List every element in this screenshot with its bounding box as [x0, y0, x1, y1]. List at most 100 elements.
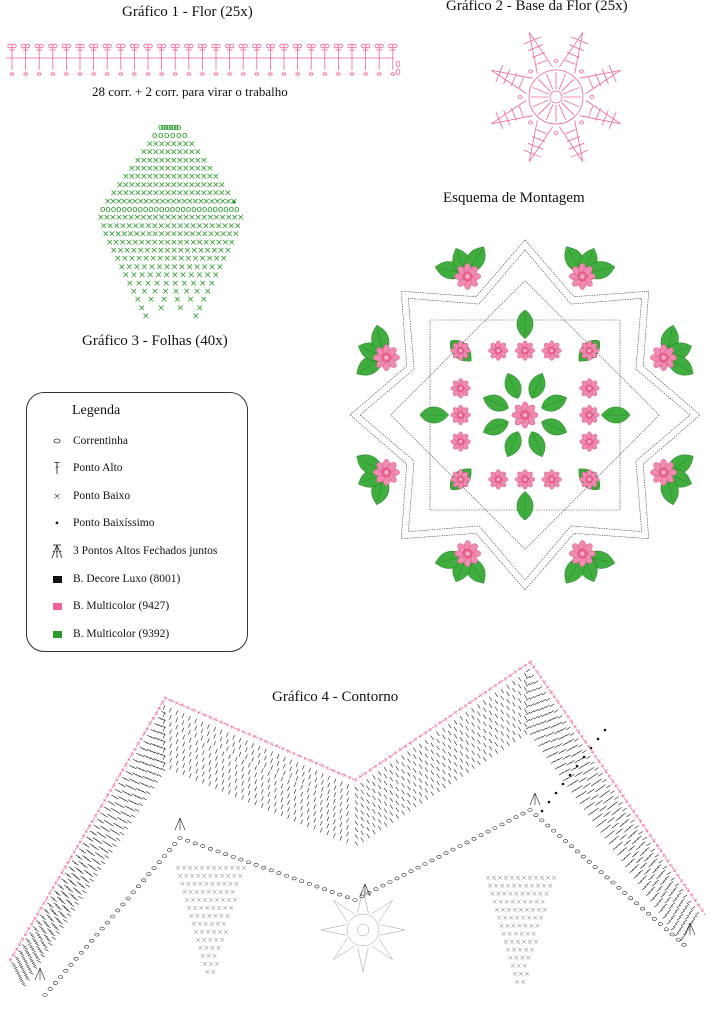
flower-strip-chart: [6, 43, 401, 76]
svg-text:×: ×: [216, 262, 224, 272]
svg-text:o: o: [143, 205, 149, 215]
svg-text:o: o: [176, 131, 182, 141]
svg-text:×: ×: [530, 906, 536, 914]
svg-text:o: o: [202, 205, 208, 215]
svg-text:×: ×: [177, 246, 185, 256]
svg-text:×: ×: [152, 180, 160, 190]
flower-motif: [373, 459, 400, 486]
svg-text:×: ×: [164, 238, 172, 248]
svg-text:×: ×: [116, 180, 124, 190]
svg-text:×: ×: [156, 254, 164, 264]
svg-text:×: ×: [103, 213, 111, 223]
svg-text:×: ×: [527, 938, 533, 946]
svg-text:×: ×: [216, 904, 222, 912]
svg-text:×: ×: [158, 164, 166, 174]
outer-star-border: [349, 239, 701, 591]
svg-text:×: ×: [115, 197, 123, 207]
svg-text:×: ×: [201, 230, 209, 240]
slip-stitch-dot-icon: [603, 728, 607, 732]
svg-text:×: ×: [112, 238, 120, 248]
svg-text:×: ×: [195, 912, 201, 920]
svg-text:×: ×: [177, 238, 185, 248]
svg-text:×: ×: [203, 197, 211, 207]
svg-text:×: ×: [347, 775, 352, 782]
svg-text:×: ×: [196, 238, 204, 248]
svg-text:×: ×: [194, 156, 202, 166]
chart1-caption: 28 corr. + 2 corr. para virar o trabalho: [92, 84, 288, 99]
svg-text:×: ×: [325, 765, 330, 772]
svg-text:×: ×: [213, 213, 221, 223]
svg-text:×: ×: [115, 213, 123, 223]
svg-text:×: ×: [201, 872, 207, 880]
svg-text:×: ×: [163, 271, 171, 281]
svg-text:×: ×: [206, 189, 214, 199]
svg-text:×: ×: [438, 720, 443, 727]
svg-text:×: ×: [200, 295, 208, 305]
svg-text:o: o: [168, 123, 174, 133]
svg-text:×: ×: [128, 254, 136, 264]
svg-text:×: ×: [188, 148, 196, 158]
svg-text:×: ×: [218, 189, 226, 199]
svg-text:×: ×: [152, 189, 160, 199]
svg-text:×: ×: [158, 189, 166, 199]
svg-text:×: ×: [513, 930, 519, 938]
svg-text:×: ×: [607, 773, 612, 780]
svg-text:×: ×: [208, 197, 216, 207]
svg-text:×: ×: [189, 221, 197, 231]
svg-text:×: ×: [197, 246, 205, 256]
legend-item-color-green: B. Multicolor (9392): [47, 626, 169, 642]
svg-text:×: ×: [221, 221, 229, 231]
svg-text:×: ×: [188, 180, 196, 190]
svg-text:×: ×: [617, 788, 622, 795]
svg-text:×: ×: [136, 741, 141, 748]
svg-text:×: ×: [203, 920, 209, 928]
svg-text:×: ×: [111, 782, 116, 789]
svg-text:×: ×: [139, 736, 144, 743]
svg-text:×: ×: [508, 954, 514, 962]
svg-text:×: ×: [213, 872, 219, 880]
svg-text:×: ×: [658, 848, 663, 855]
svg-text:×: ×: [189, 230, 197, 240]
svg-text:×: ×: [393, 750, 398, 757]
svg-text:×: ×: [224, 888, 230, 896]
svg-text:×: ×: [148, 197, 156, 207]
svg-text:×: ×: [195, 872, 201, 880]
svg-text:×: ×: [552, 694, 557, 701]
svg-text:×: ×: [514, 914, 520, 922]
svg-text:o: o: [170, 131, 176, 141]
svg-text:×: ×: [54, 880, 59, 887]
svg-text:×: ×: [579, 733, 584, 740]
legend-label: Ponto Baixo: [73, 490, 131, 502]
svg-text:×: ×: [132, 238, 140, 248]
leaf-motif: [482, 418, 509, 436]
svg-text:×: ×: [526, 890, 532, 898]
svg-text:o: o: [116, 205, 122, 215]
svg-text:×: ×: [503, 676, 508, 683]
svg-text:×: ×: [164, 180, 172, 190]
svg-text:×: ×: [631, 808, 636, 815]
svg-text:×: ×: [213, 254, 221, 264]
svg-text:×: ×: [170, 238, 178, 248]
svg-text:×: ×: [499, 882, 505, 890]
flower-motif: [569, 263, 596, 290]
svg-text:×: ×: [185, 705, 190, 712]
svg-text:o: o: [218, 205, 224, 215]
svg-text:×: ×: [141, 287, 149, 297]
svg-text:×: ×: [225, 912, 231, 920]
flower-motif: [579, 340, 600, 361]
svg-text:×: ×: [520, 978, 526, 986]
flower-motif: [650, 459, 677, 486]
svg-text:×: ×: [200, 189, 208, 199]
svg-text:o: o: [196, 205, 202, 215]
svg-text:×: ×: [108, 787, 113, 794]
flower-motif: [511, 401, 539, 429]
svg-text:×: ×: [523, 662, 528, 669]
svg-text:×: ×: [506, 906, 512, 914]
svg-text:×: ×: [217, 246, 225, 256]
svg-text:×: ×: [158, 180, 166, 190]
svg-text:×: ×: [200, 952, 206, 960]
svg-text:×: ×: [597, 758, 602, 765]
svg-text:o: o: [154, 205, 160, 215]
svg-text:o: o: [105, 205, 111, 215]
svg-text:×: ×: [151, 238, 159, 248]
